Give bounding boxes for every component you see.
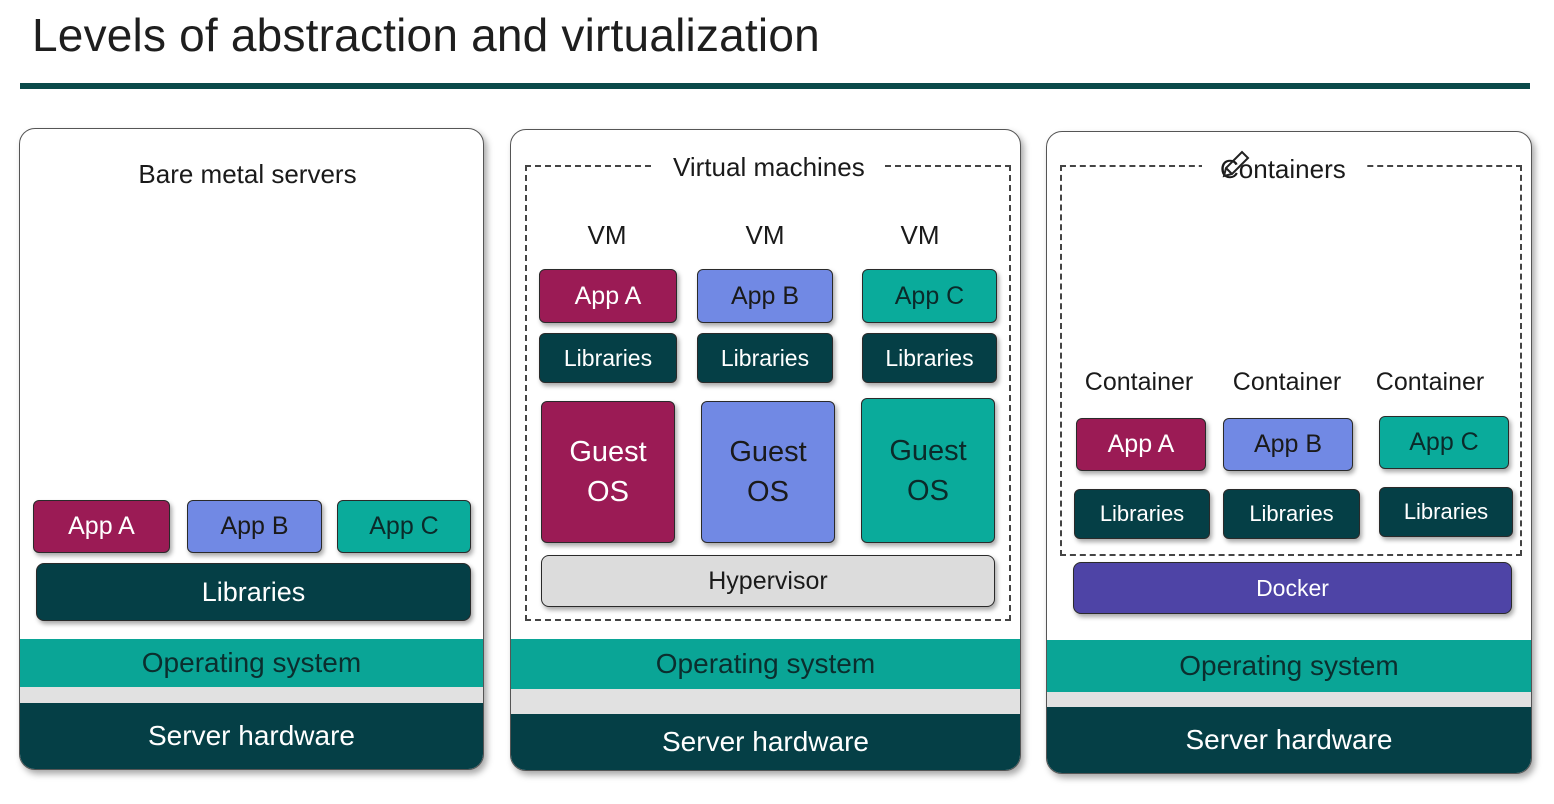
vm-server-hardware: Server hardware (511, 714, 1020, 770)
bare-metal-heading: Bare metal servers (138, 159, 357, 189)
container-label-3: Container (1375, 368, 1485, 396)
containers-separator (1047, 692, 1531, 707)
containers-heading: Containers (1202, 150, 1364, 185)
vm-label-2: VM (745, 220, 785, 250)
containers-panel: Containers Container Container Container… (1046, 131, 1532, 774)
vm-libraries-3: Libraries (862, 333, 997, 383)
containers-heading-text: Containers (1220, 154, 1346, 184)
bare-metal-panel: Bare metal servers App A App B App C Lib… (19, 128, 484, 770)
container-app-a: App A (1076, 418, 1206, 471)
bare-metal-separator (20, 687, 483, 703)
container-label-1: Container (1084, 368, 1194, 396)
docker-engine: Docker (1073, 562, 1512, 614)
vm-guest-os-3: Guest OS (861, 398, 995, 543)
vm-heading: Virtual machines (655, 152, 883, 183)
bare-metal-app-c: App C (337, 500, 471, 553)
bare-metal-server-hardware: Server hardware (20, 703, 483, 769)
vm-hypervisor: Hypervisor (541, 555, 995, 607)
vm-operating-system: Operating system (511, 639, 1020, 689)
containers-operating-system: Operating system (1047, 640, 1531, 692)
vm-label-3: VM (900, 220, 940, 250)
vm-app-b: App B (697, 269, 833, 323)
vm-guest-os-1-label: Guest OS (569, 436, 647, 508)
bare-metal-operating-system: Operating system (20, 639, 483, 687)
title-underline (20, 83, 1530, 89)
container-app-c: App C (1379, 416, 1509, 469)
vm-guest-os-3-label: Guest OS (889, 434, 967, 507)
container-app-b: App B (1223, 418, 1353, 471)
vm-app-c: App C (862, 269, 997, 323)
bare-metal-app-a: App A (33, 500, 170, 553)
containers-server-hardware: Server hardware (1047, 707, 1531, 773)
vm-guest-os-2: Guest OS (701, 401, 835, 543)
vm-libraries-1: Libraries (539, 333, 677, 383)
slide-title: Levels of abstraction and virtualization (32, 9, 820, 61)
pencil-icon (1222, 150, 1250, 178)
vm-libraries-2: Libraries (697, 333, 833, 383)
container-libraries-1: Libraries (1074, 489, 1210, 539)
vm-guest-os-1: Guest OS (541, 401, 675, 543)
container-label-2: Container (1232, 368, 1342, 396)
virtual-machines-panel: Virtual machines VM VM VM App A App B Ap… (510, 129, 1021, 771)
bare-metal-libraries: Libraries (36, 563, 471, 621)
container-libraries-2: Libraries (1223, 489, 1360, 539)
vm-label-1: VM (587, 220, 627, 250)
bare-metal-app-b: App B (187, 500, 322, 553)
vm-guest-os-2-label: Guest OS (729, 436, 807, 508)
vm-app-a: App A (539, 269, 677, 323)
vm-separator (511, 689, 1020, 714)
container-libraries-3: Libraries (1379, 487, 1513, 537)
